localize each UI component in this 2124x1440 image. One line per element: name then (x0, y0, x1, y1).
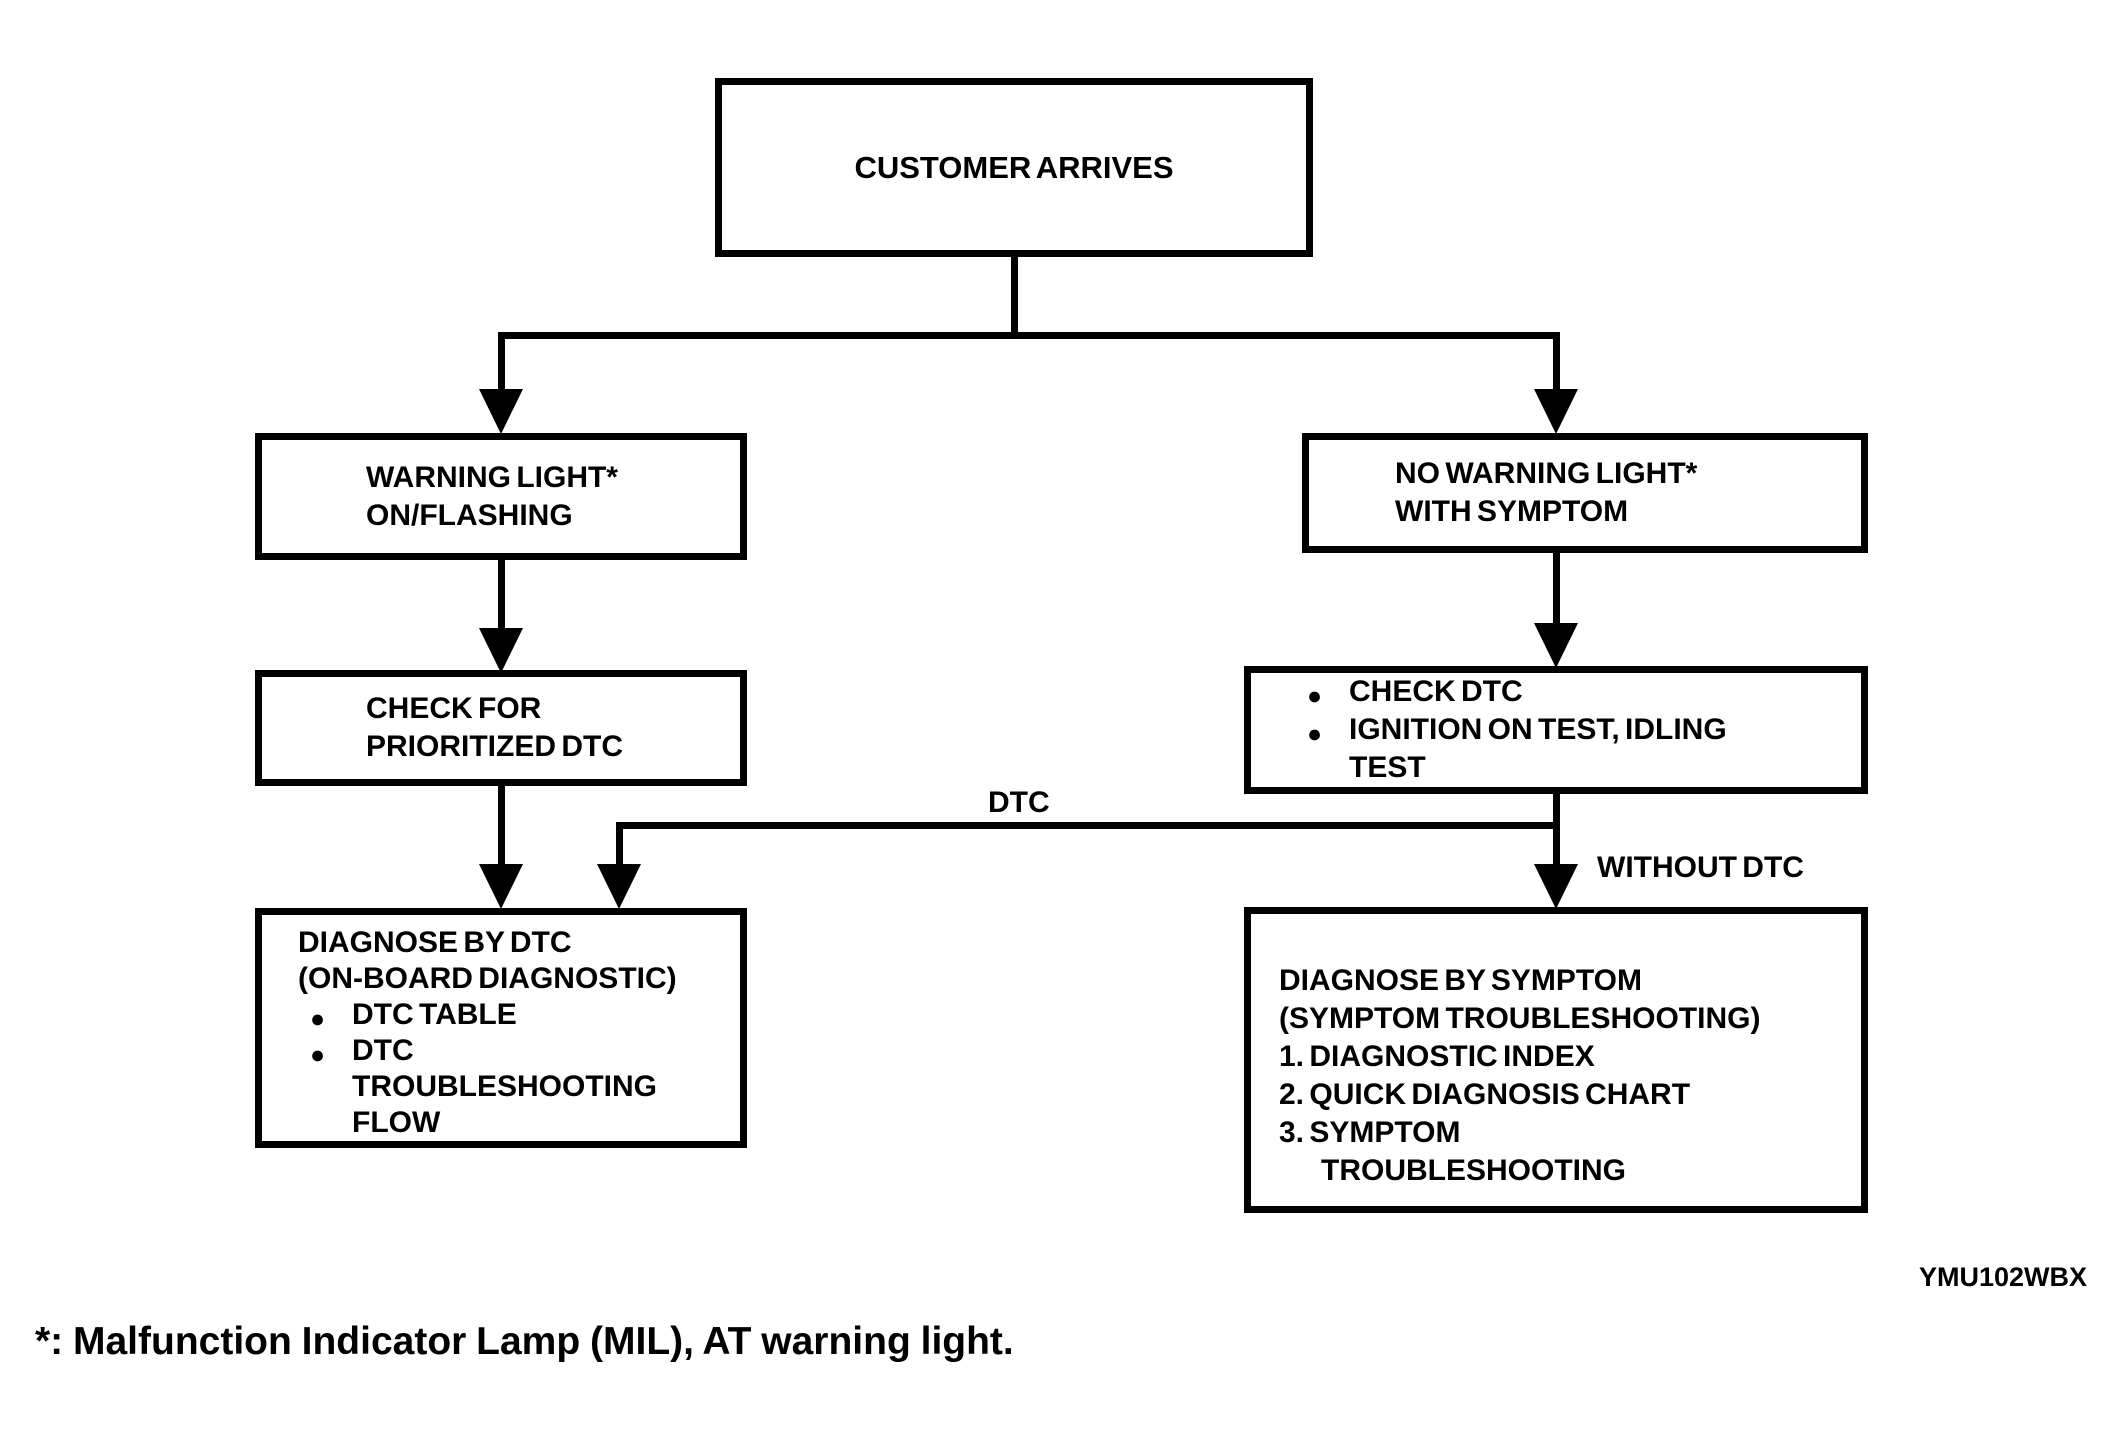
node-label: 3. SYMPTOM (1279, 1116, 1461, 1149)
node-label: ON/FLASHING (366, 498, 573, 532)
connector-branch (498, 332, 1560, 339)
node-diagnose-by-symptom: DIAGNOSE BY SYMPTOM (SYMPTOM TROUBLESHOO… (1244, 907, 1868, 1213)
node-label: CHECK DTC (1349, 675, 1523, 708)
arrowhead-down-icon (1534, 623, 1578, 668)
node-label: (SYMPTOM TROUBLESHOOTING) (1279, 1002, 1761, 1035)
connector-left-branch (498, 332, 505, 392)
node-diagnose-by-dtc: DIAGNOSE BY DTC (ON-BOARD DIAGNOSTIC) ● … (255, 908, 747, 1148)
node-check-dtc-ignition-test: ● CHECK DTC ● IGNITION ON TEST, IDLING T… (1244, 666, 1868, 794)
bullet-icon: ● (310, 1005, 326, 1033)
bullet-icon: ● (1307, 720, 1323, 748)
arrowhead-down-icon (479, 389, 523, 434)
node-label: WARNING LIGHT* (366, 460, 618, 494)
connector-stem (1011, 255, 1018, 339)
node-customer-arrives: CUSTOMER ARRIVES (715, 78, 1313, 257)
node-label: 2. QUICK DIAGNOSIS CHART (1279, 1078, 1691, 1111)
footnote: *: Malfunction Indicator Lamp (MIL), AT … (35, 1320, 1014, 1363)
node-warning-light-on-flashing: WARNING LIGHT* ON/FLASHING (255, 433, 747, 560)
arrowhead-down-icon (479, 864, 523, 909)
figure-code: YMU102WBX (1918, 1262, 2087, 1292)
node-label: DTC TABLE (352, 998, 517, 1031)
edge-label-without-dtc: WITHOUT DTC (1597, 851, 1804, 884)
node-label: DIAGNOSE BY SYMPTOM (1279, 964, 1642, 997)
arrowhead-down-icon (479, 628, 523, 673)
connector-dtc-horizontal (616, 822, 1560, 829)
node-label: 1. DIAGNOSTIC INDEX (1279, 1040, 1595, 1073)
node-no-warning-light-with-symptom: NO WARNING LIGHT* WITH SYMPTOM (1302, 433, 1868, 553)
connector-dtc-drop (616, 822, 623, 865)
node-label: DTC (352, 1034, 414, 1067)
connector-right-mid (1553, 551, 1560, 626)
edge-label-dtc: DTC (988, 786, 1050, 819)
node-label: (ON-BOARD DIAGNOSTIC) (298, 962, 677, 995)
arrowhead-down-icon (597, 864, 641, 909)
node-label: TEST (1349, 751, 1426, 784)
arrowhead-down-icon (1534, 864, 1578, 909)
node-check-for-prioritized-dtc: CHECK FOR PRIORITIZED DTC (255, 670, 747, 786)
node-label: CHECK FOR (366, 692, 542, 725)
bullet-icon: ● (310, 1041, 326, 1069)
node-label: FLOW (352, 1106, 441, 1139)
bullet-icon: ● (1307, 682, 1323, 710)
node-label: IGNITION ON TEST, IDLING (1349, 713, 1727, 746)
arrowhead-down-icon (1534, 389, 1578, 434)
node-label: NO WARNING LIGHT* (1395, 457, 1698, 490)
node-label: DIAGNOSE BY DTC (298, 926, 572, 959)
node-label: CUSTOMER ARRIVES (854, 149, 1174, 185)
node-label: TROUBLESHOOTING (1321, 1154, 1626, 1187)
connector-right-branch (1553, 332, 1560, 392)
connector-left-mid (498, 558, 505, 630)
connector-left-bottom (498, 783, 505, 865)
node-label: WITH SYMPTOM (1395, 495, 1629, 528)
node-label: PRIORITIZED DTC (366, 730, 623, 763)
node-label: TROUBLESHOOTING (352, 1070, 657, 1103)
